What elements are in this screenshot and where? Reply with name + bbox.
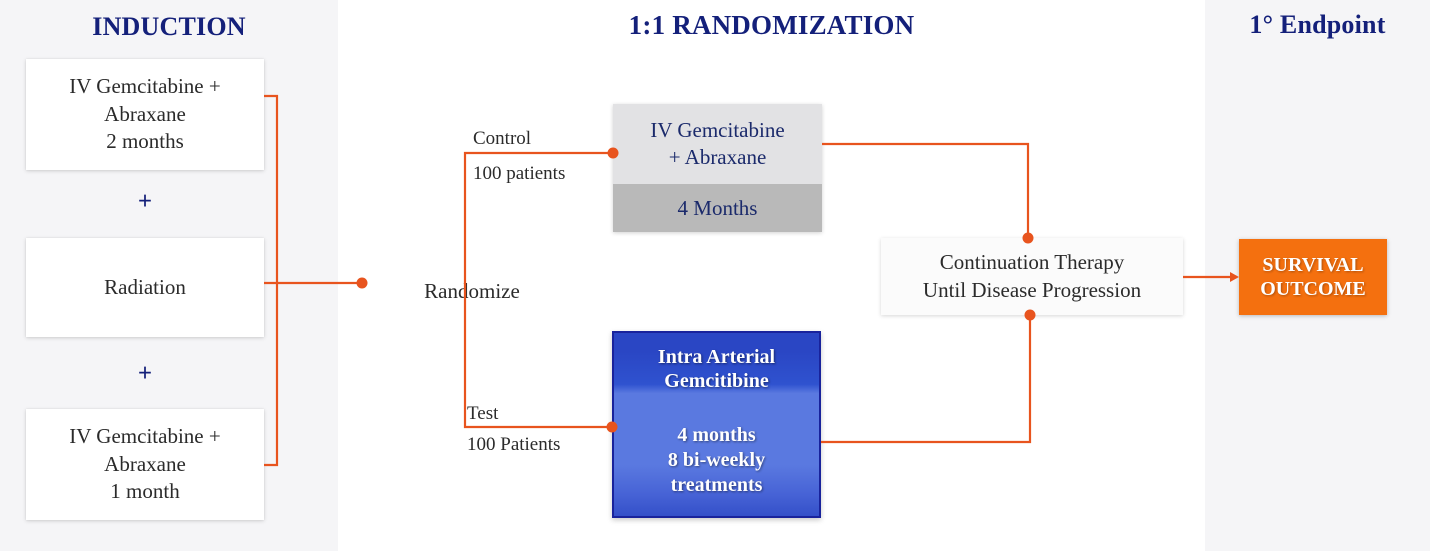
test-arm-duration-line2: 8 bi-weekly	[667, 449, 766, 471]
induction-card-radiation: Radiation	[26, 238, 264, 337]
radiation-label: Radiation	[104, 274, 186, 299]
plus-separator-2: +	[137, 360, 153, 387]
induction-card2-line2: Abraxane	[104, 451, 186, 476]
test-branch-label: Test	[467, 403, 499, 424]
control-arm-box: IV Gemcitabine + Abraxane 4 Months	[613, 104, 822, 232]
control-arm-line1: IV Gemcitabine	[650, 118, 785, 143]
test-arm-duration: 4 months 8 bi-weekly treatments	[614, 405, 819, 516]
induction-card-gemcitabine-2months: IV Gemcitabine + Abraxane 2 months	[26, 59, 264, 170]
randomize-decision-node: Randomize	[378, 232, 566, 350]
continuation-therapy-box: Continuation Therapy Until Disease Progr…	[881, 238, 1183, 315]
induction-card2-line1: IV Gemcitabine +	[69, 423, 221, 448]
test-arm-box: Intra Arterial Gemcitibine 4 months 8 bi…	[612, 331, 821, 518]
control-arm-line2: + Abraxane	[668, 145, 767, 169]
induction-card-gemcitabine-1month: IV Gemcitabine + Abraxane 1 month	[26, 409, 264, 520]
test-arm-line2: Gemcitibine	[664, 370, 769, 392]
randomize-label: Randomize	[424, 278, 520, 303]
plus-separator-1: +	[137, 188, 153, 215]
induction-card1-line3: 2 months	[106, 129, 184, 154]
control-branch-label: Control	[473, 128, 532, 149]
continuation-line1: Continuation Therapy	[939, 250, 1125, 275]
test-arm-line1: Intra Arterial	[657, 345, 776, 368]
survival-outcome-line2: OUTCOME	[1260, 278, 1366, 300]
control-arm-duration: 4 Months	[613, 184, 822, 232]
survival-outcome-line1: SURVIVAL	[1262, 254, 1364, 276]
test-arm-duration-line1: 4 months	[677, 424, 756, 446]
induction-card2-line3: 1 month	[110, 479, 180, 504]
test-arm-duration-line3: treatments	[670, 474, 763, 496]
test-branch-count: 100 Patients	[467, 434, 561, 455]
randomization-header: 1:1 RANDOMIZATION	[628, 10, 915, 40]
continuation-line2: Until Disease Progression	[922, 277, 1142, 302]
induction-card1-line2: Abraxane	[104, 101, 186, 126]
induction-header: INDUCTION	[92, 12, 246, 41]
endpoint-header: 1° Endpoint	[1249, 10, 1386, 39]
control-arm-treatment: IV Gemcitabine + Abraxane	[613, 104, 822, 184]
control-branch-count: 100 patients	[473, 163, 566, 184]
test-arm-treatment: Intra Arterial Gemcitibine	[614, 333, 819, 405]
survival-outcome-box: SURVIVAL OUTCOME	[1239, 239, 1387, 315]
induction-card1-line1: IV Gemcitabine +	[69, 73, 221, 98]
